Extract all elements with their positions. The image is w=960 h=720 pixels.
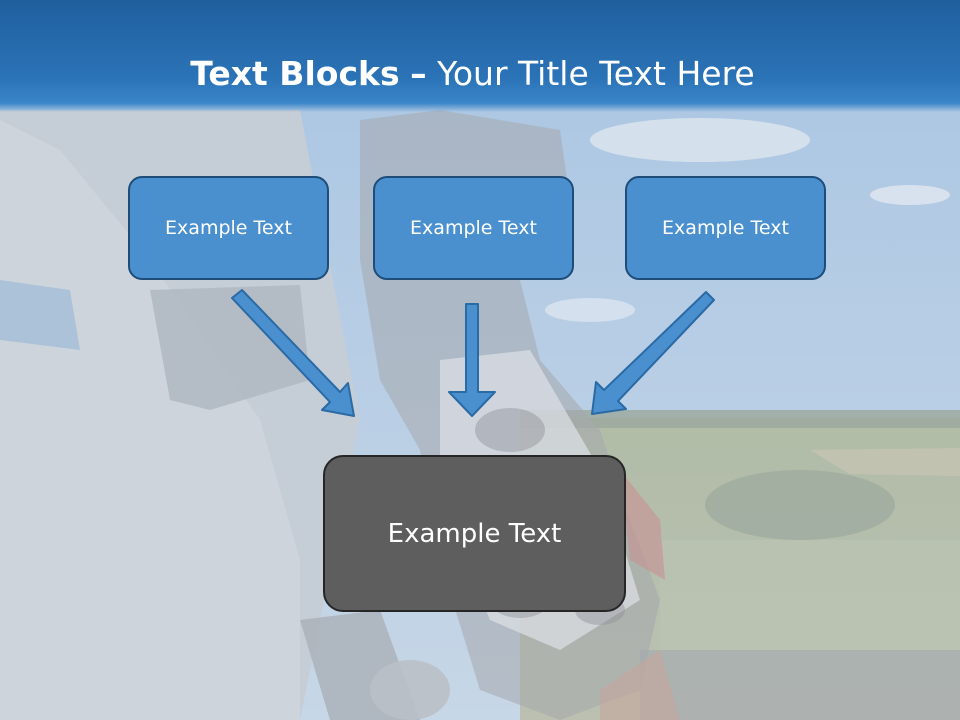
text-box-top-right[interactable]: Example Text — [625, 176, 826, 280]
text-box-top-left-label: Example Text — [165, 217, 292, 239]
title-dash: – — [410, 54, 427, 93]
title-band — [0, 0, 960, 112]
text-box-top-center-label: Example Text — [410, 217, 537, 239]
text-box-top-center[interactable]: Example Text — [373, 176, 574, 280]
text-box-main-label: Example Text — [387, 518, 562, 549]
title-bold-part: Text Blocks — [190, 54, 400, 93]
slide-title: Text Blocks – Your Title Text Here — [0, 54, 945, 94]
text-box-main[interactable]: Example Text — [323, 455, 626, 612]
text-box-top-left[interactable]: Example Text — [128, 176, 329, 280]
text-box-top-right-label: Example Text — [662, 217, 789, 239]
title-rest: Your Title Text Here — [437, 54, 755, 93]
